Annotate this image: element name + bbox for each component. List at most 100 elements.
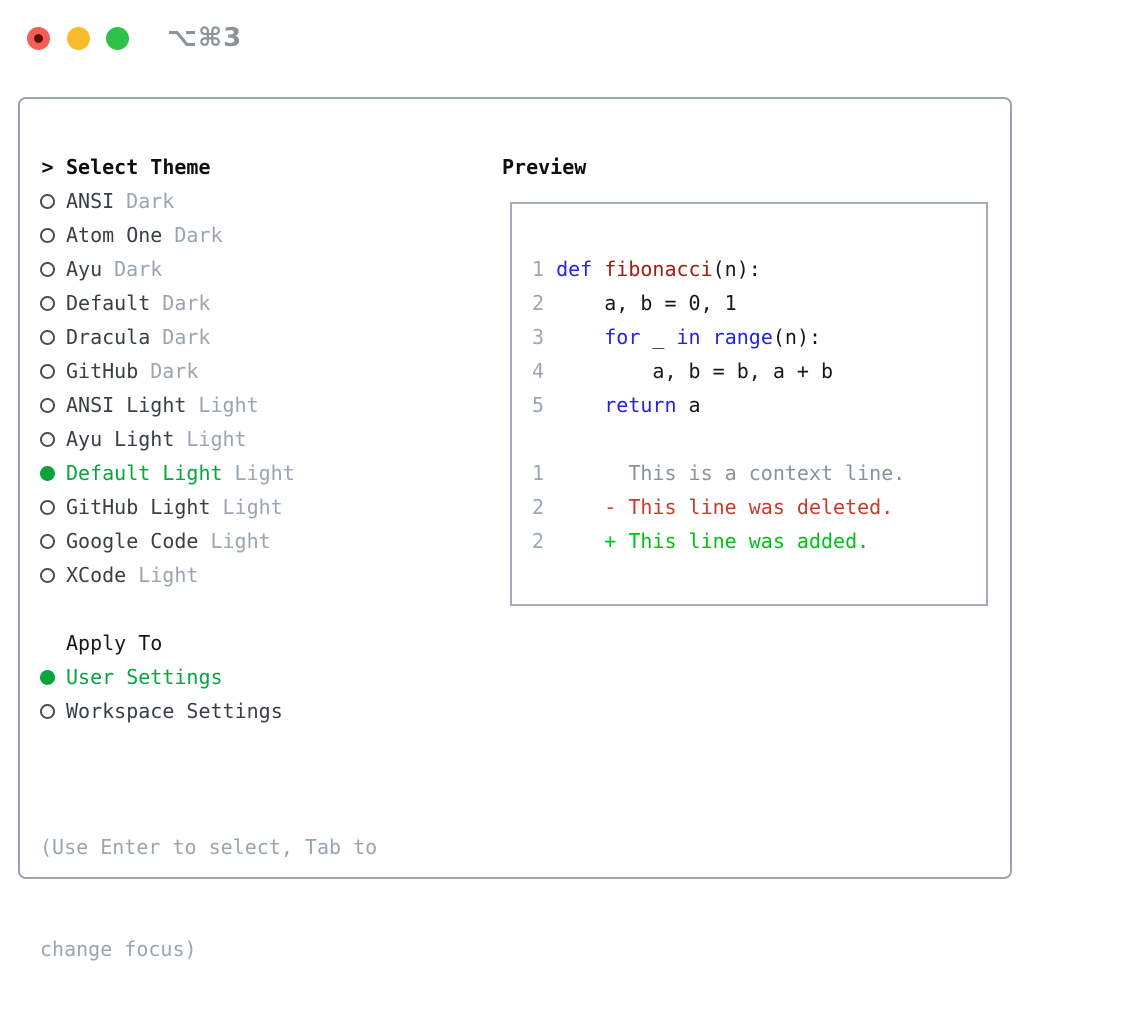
theme-option[interactable]: Ayu Light Light — [40, 422, 377, 456]
code-line: 2 + This line was added. — [532, 524, 986, 558]
apply-to-option[interactable]: User Settings — [40, 660, 377, 694]
apply-to-option[interactable]: Workspace Settings — [40, 694, 377, 728]
theme-name: Ayu — [66, 257, 102, 281]
theme-option[interactable]: ANSI Dark — [40, 184, 377, 218]
theme-option[interactable]: Ayu Dark — [40, 252, 377, 286]
code-line: 4 a, b = b, a + b — [532, 354, 986, 388]
theme-variant-badge: Light — [186, 427, 246, 451]
line-number: 1 — [532, 461, 544, 485]
radio-icon — [40, 432, 55, 447]
theme-option[interactable]: Google Code Light — [40, 524, 377, 558]
theme-option[interactable]: ANSI Light Light — [40, 388, 377, 422]
code-token: for — [604, 325, 640, 349]
code-token — [544, 393, 604, 417]
code-line: 1 This is a context line. — [532, 456, 986, 490]
radio-icon — [40, 364, 55, 379]
theme-variant-badge: Dark — [174, 223, 222, 247]
code-token: - This line was deleted. — [544, 495, 893, 519]
preview-title: Preview — [502, 150, 586, 184]
theme-name: Ayu Light — [66, 427, 174, 451]
theme-variant-badge: Dark — [150, 359, 198, 383]
code-token: a — [677, 393, 701, 417]
line-number: 2 — [532, 529, 544, 553]
radio-icon — [40, 534, 55, 549]
code-line: 2 - This line was deleted. — [532, 490, 986, 524]
spacer — [40, 728, 377, 762]
theme-option[interactable]: GitHub Dark — [40, 354, 377, 388]
code-line: 5 return a — [532, 388, 986, 422]
code-token: + This line was added. — [544, 529, 869, 553]
theme-variant-badge: Dark — [162, 325, 210, 349]
radio-selected-icon — [40, 466, 55, 481]
close-button[interactable] — [27, 27, 50, 50]
theme-variant-badge: Light — [210, 529, 270, 553]
theme-variant-badge: Light — [223, 495, 283, 519]
code-line: 2 a, b = 0, 1 — [532, 286, 986, 320]
line-number: 3 — [532, 325, 544, 349]
code-token — [701, 325, 713, 349]
theme-variant-badge: Light — [235, 461, 295, 485]
radio-icon — [40, 194, 55, 209]
help-line-1: (Use Enter to select, Tab to — [40, 830, 377, 864]
code-token — [544, 257, 556, 281]
theme-name: Atom One — [66, 223, 162, 247]
theme-name: Google Code — [66, 529, 198, 553]
radio-icon — [40, 228, 55, 243]
theme-variant-badge: Dark — [114, 257, 162, 281]
code-token: a, b = 0, 1 — [544, 291, 737, 315]
radio-icon — [40, 330, 55, 345]
radio-icon — [40, 262, 55, 277]
theme-option[interactable]: Atom One Dark — [40, 218, 377, 252]
apply-to-label: User Settings — [66, 665, 223, 689]
cursor-arrow-icon: > — [41, 155, 53, 179]
help-line-2: change focus) — [40, 932, 377, 966]
theme-name: ANSI — [66, 189, 114, 213]
line-number: 1 — [532, 257, 544, 281]
apply-to-title: Apply To — [66, 631, 162, 655]
code-token: return — [604, 393, 676, 417]
theme-variant-badge: Dark — [162, 291, 210, 315]
code-token: in — [677, 325, 701, 349]
radio-icon — [40, 398, 55, 413]
code-token: _ — [640, 325, 676, 349]
code-line — [532, 422, 986, 456]
theme-name: Default Light — [66, 461, 223, 485]
theme-option[interactable]: Default Dark — [40, 286, 377, 320]
select-theme-header: > Select Theme — [40, 150, 377, 184]
theme-name: Default — [66, 291, 150, 315]
code-token: def — [556, 257, 592, 281]
code-token: This is a context line. — [544, 461, 905, 485]
code-token: range — [713, 325, 773, 349]
code-line: 1 def fibonacci(n): — [532, 252, 986, 286]
minimize-button[interactable] — [67, 27, 90, 50]
radio-selected-icon — [40, 670, 55, 685]
code-token: (n): — [773, 325, 821, 349]
apply-to-label: Workspace Settings — [66, 699, 283, 723]
window-title: ⌥⌘3 — [167, 23, 242, 53]
line-number: 2 — [532, 495, 544, 519]
code-line: 3 for _ in range(n): — [532, 320, 986, 354]
theme-variant-badge: Dark — [126, 189, 174, 213]
theme-name: GitHub — [66, 359, 138, 383]
radio-icon — [40, 500, 55, 515]
apply-to-header: Apply To — [40, 626, 377, 660]
theme-option[interactable]: Default Light Light — [40, 456, 377, 490]
zoom-button[interactable] — [106, 27, 129, 50]
code-token — [592, 257, 604, 281]
theme-variant-badge: Light — [138, 563, 198, 587]
title-bar: ⌥⌘3 — [0, 0, 1140, 97]
theme-option[interactable]: GitHub Light Light — [40, 490, 377, 524]
spacer — [40, 592, 377, 626]
theme-name: ANSI Light — [66, 393, 186, 417]
code-token — [544, 325, 604, 349]
theme-variant-badge: Light — [198, 393, 258, 417]
help-text: (Use Enter to select, Tab to change focu… — [40, 762, 377, 1034]
theme-name: GitHub Light — [66, 495, 211, 519]
